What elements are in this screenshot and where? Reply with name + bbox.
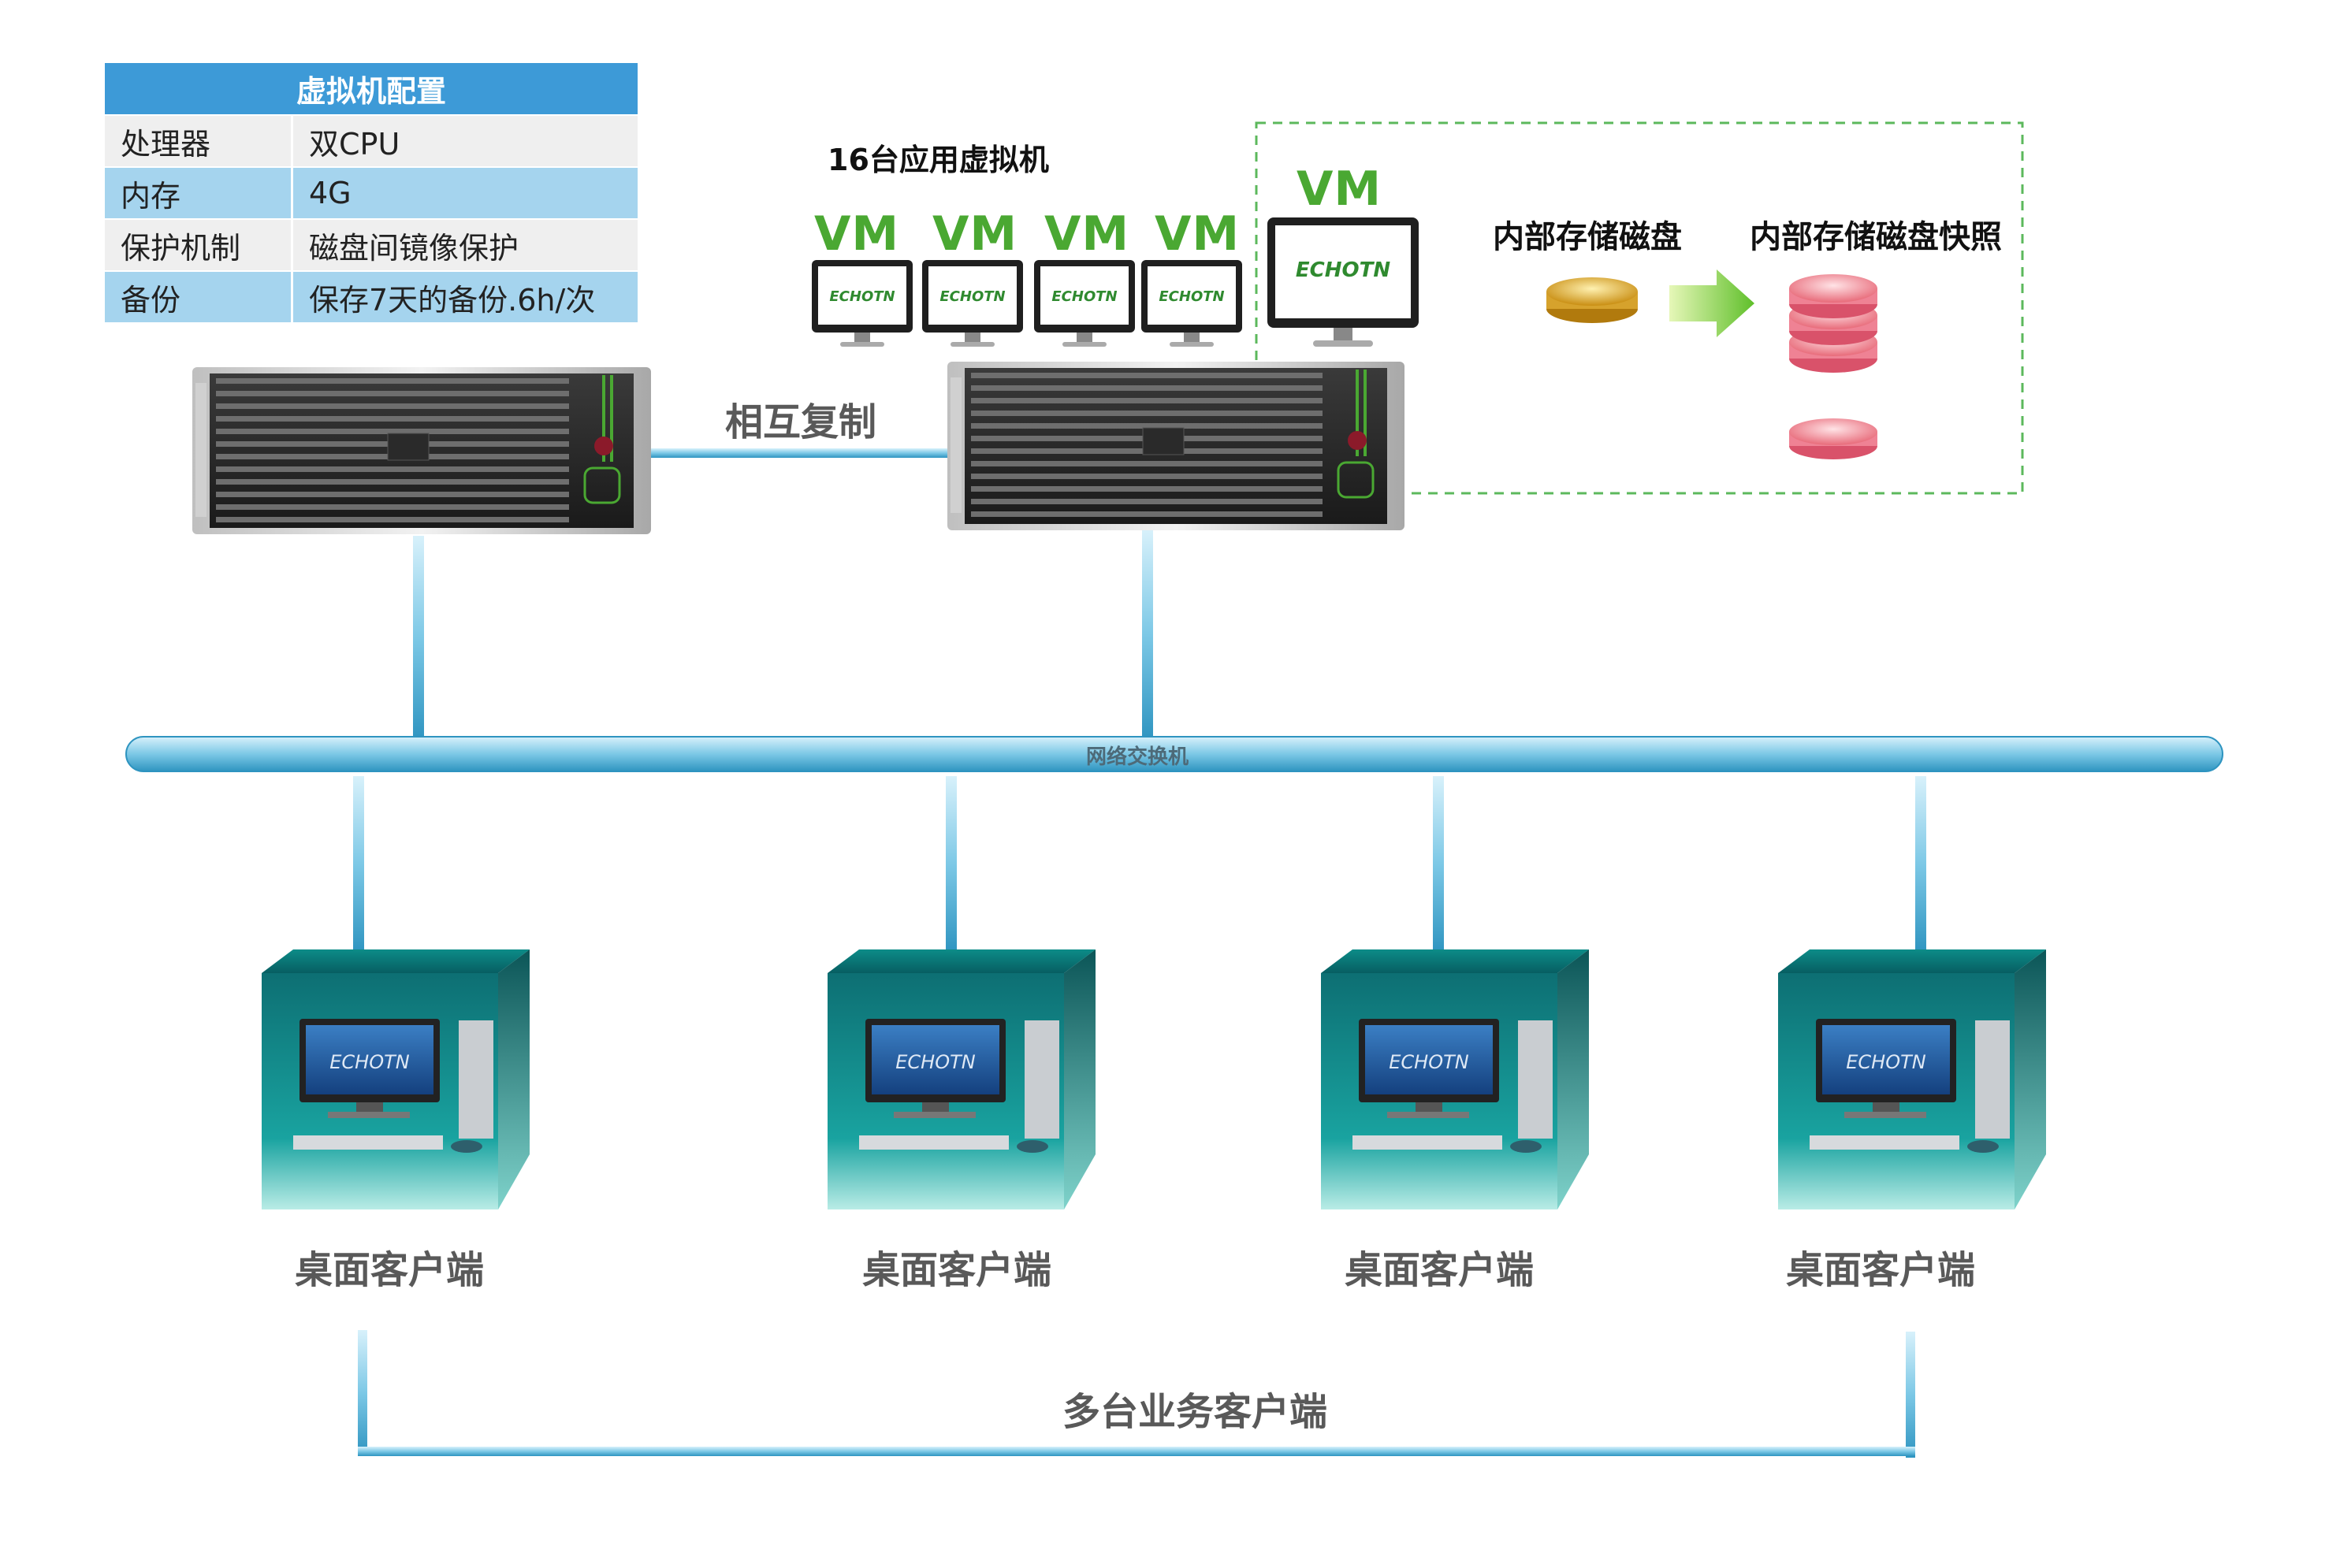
brand-logo-vm3: ECHOTN — [1051, 288, 1118, 305]
vm-label-1: VM — [814, 206, 900, 262]
desktop-cube-3 — [1321, 949, 1589, 1209]
bracket-left — [358, 1330, 367, 1456]
brand-logo-vm4: ECHOTN — [1159, 288, 1225, 305]
vm-label-large: VM — [1297, 162, 1382, 217]
server-right — [947, 362, 1404, 530]
config-value-memory: 4G — [292, 166, 638, 219]
internal-disk-label: 内部存储磁盘 — [1493, 219, 1682, 255]
internal-disk-snapshot-label: 内部存储磁盘快照 — [1750, 219, 2002, 255]
vm-monitor-1 — [812, 260, 913, 347]
client2-cable — [946, 776, 957, 953]
server-left — [192, 367, 651, 534]
client4-cable — [1915, 776, 1926, 953]
server2-cable — [1142, 529, 1153, 741]
desktop-client-label-4: 桌面客户端 — [1786, 1248, 1976, 1292]
internal-disk-icon — [1546, 277, 1638, 323]
bracket-bottom — [358, 1447, 1915, 1456]
config-key-cpu: 处理器 — [105, 114, 293, 167]
desktop-cube-1 — [262, 949, 530, 1209]
vm-monitor-large — [1267, 217, 1419, 347]
desktop-client-label-1: 桌面客户端 — [295, 1248, 485, 1292]
config-key-backup: 备份 — [105, 270, 293, 322]
desktop-cube-2 — [828, 949, 1096, 1209]
vm-label-2: VM — [932, 206, 1018, 262]
vm-monitor-2 — [922, 260, 1023, 347]
disk-snapshot-stack-icon — [1789, 274, 1877, 373]
vm-count-label: 16台应用虚拟机 — [828, 143, 1049, 177]
brand-logo-vm2: ECHOTN — [939, 288, 1006, 305]
mutual-copy-label: 相互复制 — [725, 400, 877, 444]
vm-storage-dashed-box — [1255, 121, 2024, 495]
multi-clients-label: 多台业务客户端 — [1062, 1390, 1328, 1434]
config-value-cpu: 双CPU — [292, 114, 638, 167]
client1-cable — [353, 776, 364, 953]
desktop-client-label-2: 桌面客户端 — [862, 1248, 1052, 1292]
client3-cable — [1433, 776, 1444, 953]
config-key-memory: 内存 — [105, 166, 293, 219]
network-switch-bar — [125, 736, 2223, 772]
desktop-client-label-3: 桌面客户端 — [1345, 1248, 1535, 1292]
vm-label-4: VM — [1155, 206, 1241, 262]
arrow-icon — [1669, 269, 1754, 337]
vm-monitor-4 — [1141, 260, 1242, 347]
server1-cable — [413, 536, 424, 741]
config-table-title: 虚拟机配置 — [105, 63, 638, 115]
desktop-cube-4 — [1778, 949, 2046, 1209]
network-switch-label: 网络交换机 — [1086, 745, 1189, 769]
brand-logo-desktop-4: ECHOTN — [1846, 1051, 1926, 1073]
brand-logo-desktop-2: ECHOTN — [895, 1051, 976, 1073]
config-value-protection: 磁盘间镜像保护 — [292, 218, 638, 271]
replication-link — [651, 448, 951, 458]
disk-snapshot-single-icon — [1789, 418, 1877, 459]
brand-logo-desktop-1: ECHOTN — [329, 1051, 410, 1073]
vm-monitor-3 — [1034, 260, 1135, 347]
config-value-backup: 保存7天的备份.6h/次 — [292, 270, 638, 322]
brand-logo-desktop-3: ECHOTN — [1389, 1051, 1469, 1073]
config-key-protection: 保护机制 — [105, 218, 293, 271]
vm-label-3: VM — [1044, 206, 1130, 262]
bracket-right — [1906, 1332, 1915, 1458]
brand-logo-vm1: ECHOTN — [829, 288, 895, 305]
brand-logo-vm-large: ECHOTN — [1295, 258, 1391, 282]
